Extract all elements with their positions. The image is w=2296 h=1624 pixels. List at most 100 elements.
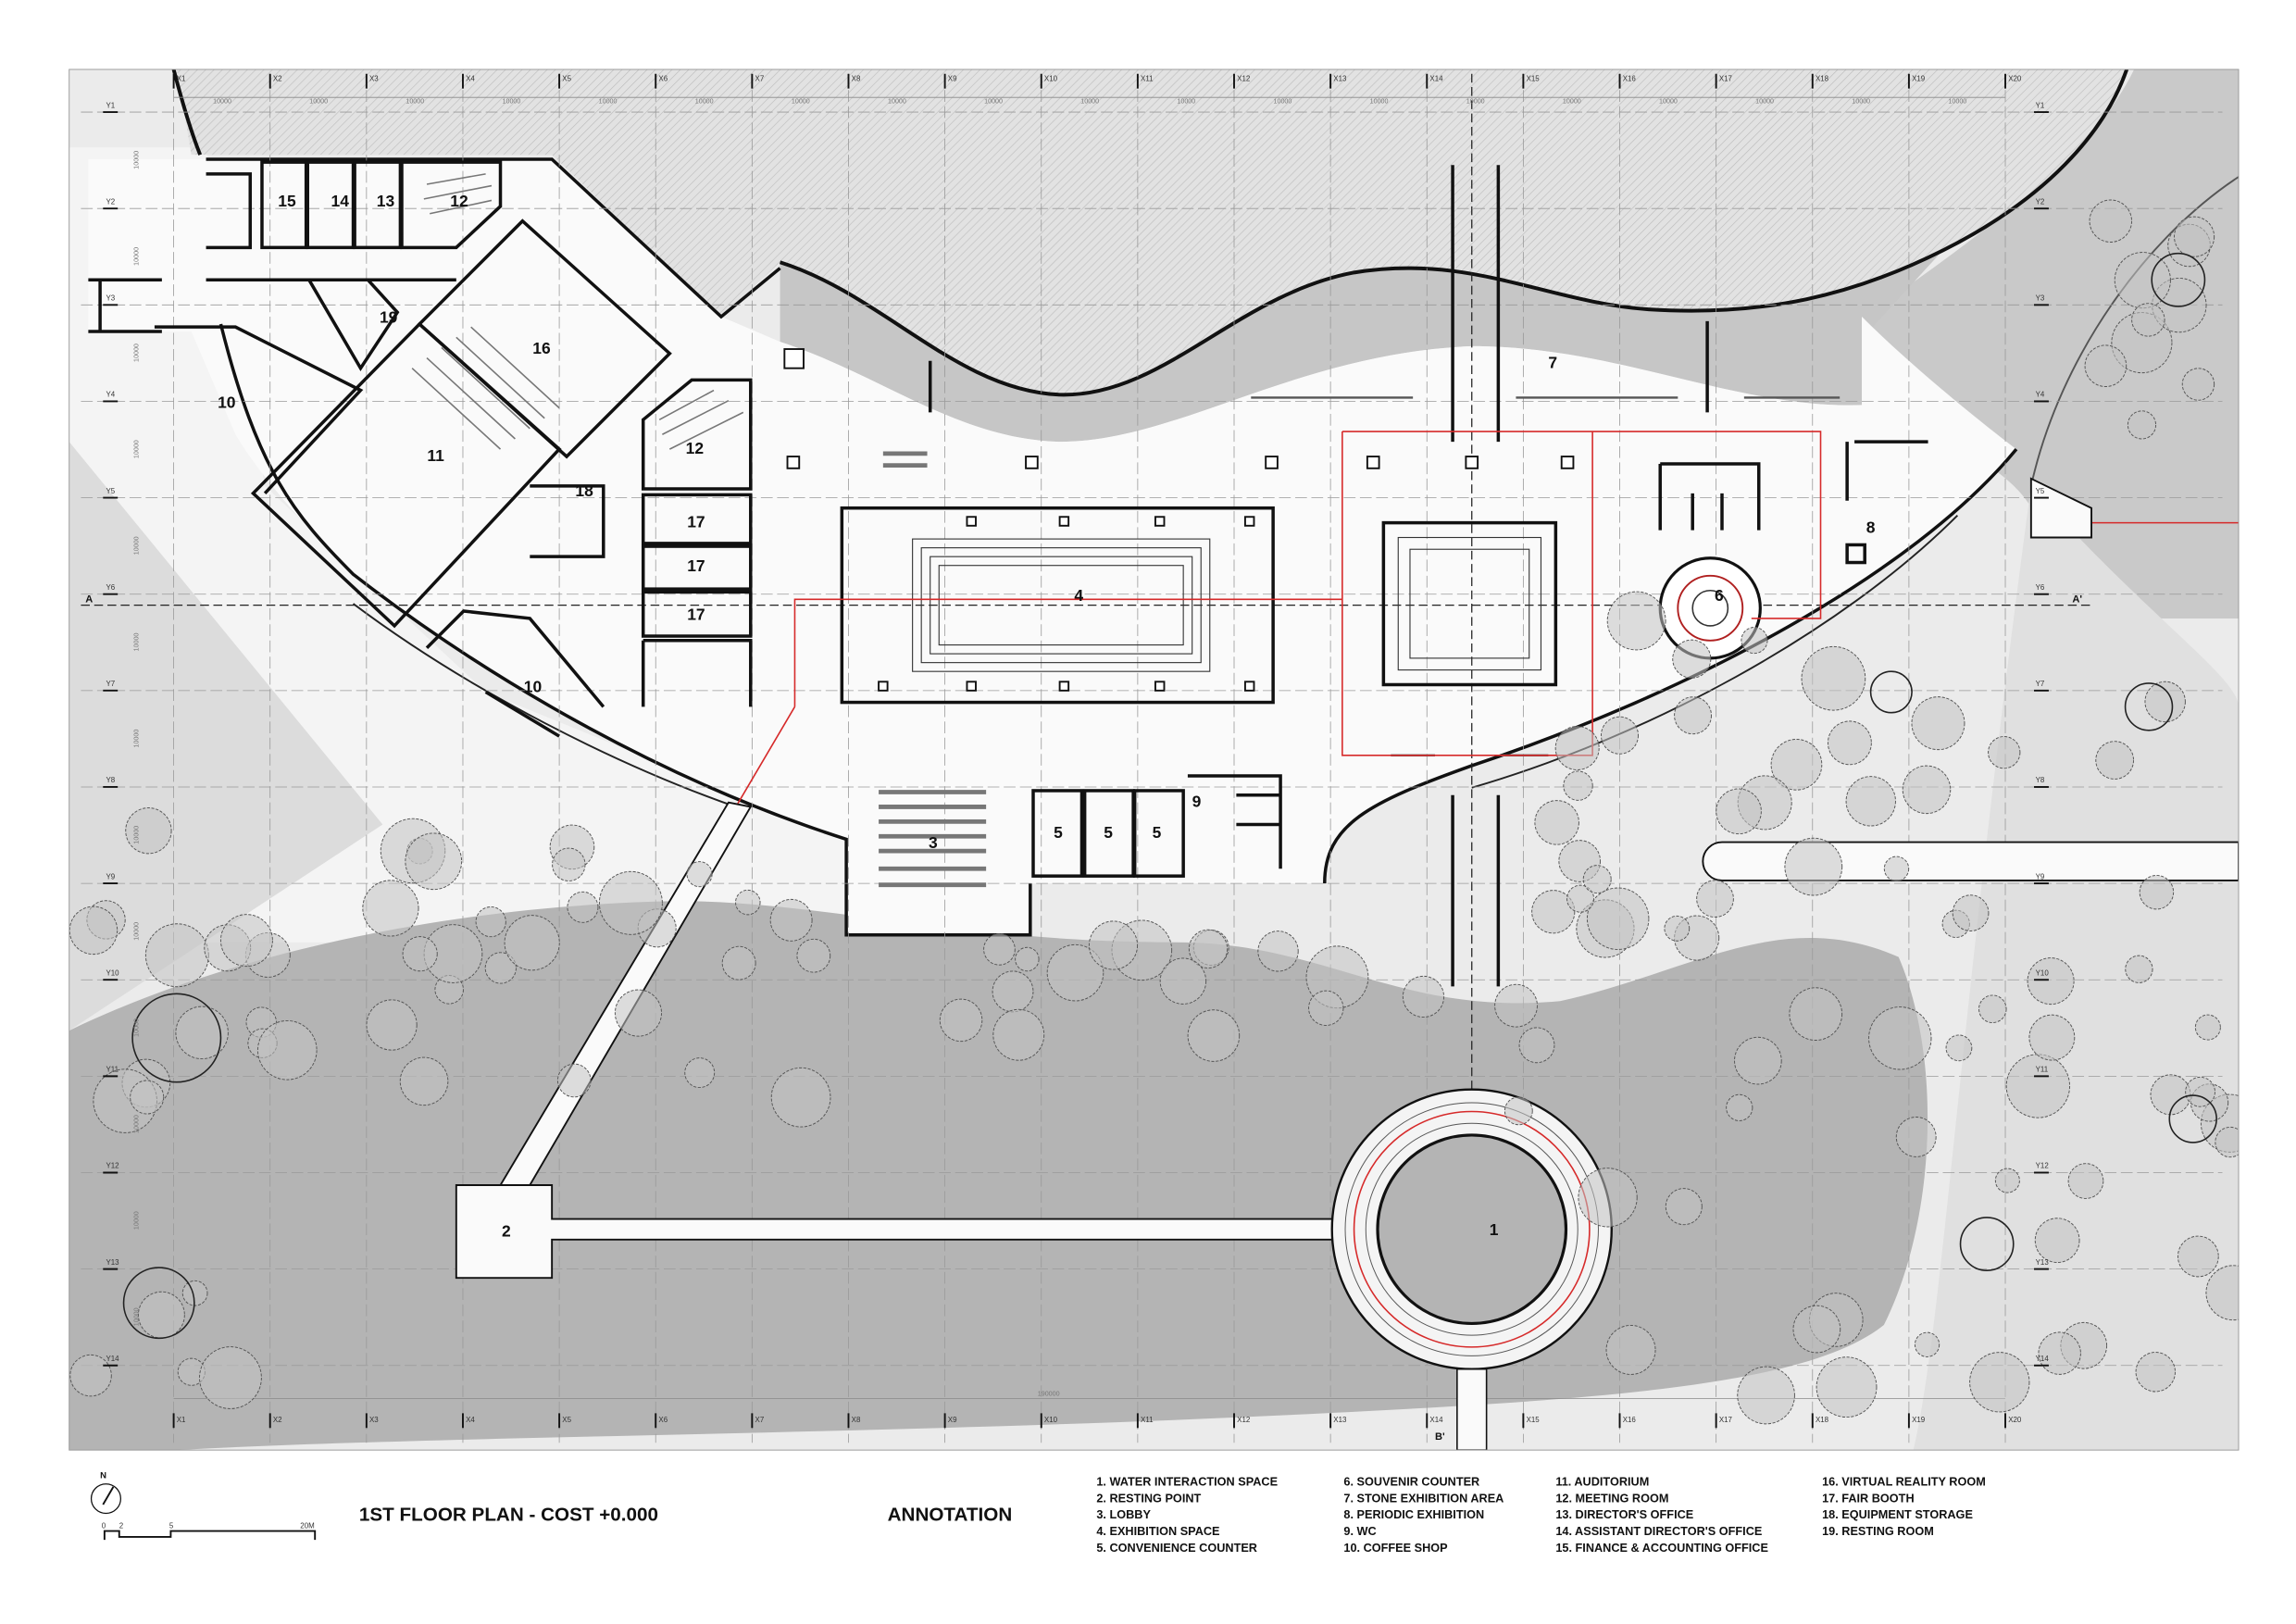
grid-label-x: X4 — [466, 75, 475, 83]
tree — [1914, 1331, 1940, 1357]
room-number-label: 5 — [1054, 823, 1063, 842]
grid-label-y: Y7 — [2036, 680, 2045, 688]
grid-label-x: X13 — [1333, 75, 1347, 83]
plan-title: 1ST FLOOR PLAN - COST +0.000 — [359, 1504, 658, 1525]
grid-label-x: X14 — [1429, 1416, 1443, 1424]
grid-label-x: X17 — [1719, 1416, 1733, 1424]
room-number-label: 19 — [380, 307, 398, 326]
bay-dimension: 10000 — [1755, 98, 1774, 106]
tree — [686, 861, 713, 888]
tree — [2084, 344, 2128, 388]
tree — [567, 891, 599, 923]
legend-item: 12. MEETING ROOM — [1555, 1491, 1668, 1505]
tree — [1046, 943, 1104, 1002]
room-number-label: 12 — [686, 439, 705, 457]
tree — [1582, 865, 1612, 894]
grid-label-y: Y2 — [106, 197, 115, 206]
tree — [992, 1008, 1045, 1061]
tree-feature — [1959, 1217, 2015, 1271]
bay-dimension: 10000 — [132, 632, 140, 651]
tree — [1088, 920, 1139, 970]
room-number-label: 10 — [524, 677, 542, 695]
tree-feature — [122, 1267, 195, 1340]
tree — [2174, 216, 2215, 257]
tree — [1770, 738, 1823, 791]
section-marker-a: A — [85, 593, 93, 605]
bay-dimension: 10000 — [132, 1307, 140, 1326]
grid-label-y: Y10 — [2036, 968, 2050, 977]
tree — [1159, 957, 1207, 1005]
grid-label-x: X1 — [177, 1416, 186, 1424]
tree — [2135, 1352, 2176, 1393]
tree — [399, 1056, 449, 1106]
grid-label-x: X18 — [1816, 1416, 1829, 1424]
total-dimension: 190000 — [1038, 1390, 1060, 1397]
tree — [1789, 987, 1843, 1041]
grid-label-y: Y5 — [2036, 487, 2045, 495]
grid-label-x: X5 — [562, 75, 571, 83]
tree — [1883, 856, 1910, 881]
legend-item: 2. RESTING POINT — [1096, 1491, 1201, 1505]
bay-dimension: 10000 — [132, 151, 140, 169]
room-number-label: 17 — [687, 512, 705, 531]
tree — [1605, 1324, 1656, 1375]
grid-label-y: Y12 — [106, 1162, 119, 1170]
right-walkway — [1702, 841, 2239, 881]
grid-label-y: Y14 — [106, 1355, 119, 1363]
tree — [1187, 1009, 1241, 1062]
tree — [1696, 880, 1734, 918]
tree — [181, 1280, 208, 1306]
room-number-label: 18 — [575, 481, 593, 500]
grid-label-x: X11 — [1141, 1416, 1154, 1424]
grid-label-x: X17 — [1719, 75, 1733, 83]
grid-label-x: X15 — [1527, 75, 1541, 83]
tree-feature — [2168, 1094, 2217, 1143]
tree — [598, 870, 663, 935]
grid-label-x: X2 — [273, 1416, 282, 1424]
legend-item: 10. COFFEE SHOP — [1343, 1541, 1448, 1555]
tree-feature — [2124, 682, 2174, 731]
tree — [1566, 884, 1595, 913]
tree — [1868, 1006, 1932, 1070]
grid-label-x: X19 — [1912, 75, 1926, 83]
tree — [2150, 1074, 2191, 1116]
tree — [1494, 983, 1538, 1028]
tree-feature — [2151, 252, 2206, 307]
tree — [2067, 1163, 2104, 1199]
tree — [2028, 1014, 2076, 1061]
bay-dimension: 10000 — [1177, 98, 1195, 106]
legend-item: 8. PERIODIC EXHIBITION — [1343, 1507, 1484, 1521]
scale-label: 0 — [102, 1521, 106, 1530]
tree — [2185, 1076, 2215, 1107]
grid-label-y: Y3 — [106, 294, 115, 303]
tree — [983, 932, 1016, 966]
bay-dimension: 10000 — [132, 730, 140, 748]
bay-dimension: 10000 — [1370, 98, 1389, 106]
tree — [2194, 1014, 2221, 1041]
tree — [684, 1057, 716, 1089]
tree — [1741, 627, 1768, 655]
tree-feature — [1869, 670, 1913, 714]
tree — [2125, 955, 2153, 983]
tree — [1845, 776, 1896, 827]
tree — [144, 923, 209, 988]
bay-dimension: 10000 — [132, 1115, 140, 1133]
room-number-label: 5 — [1153, 823, 1162, 842]
grid-label-y: Y7 — [106, 680, 115, 688]
tree — [1902, 765, 1952, 815]
bay-dimension: 10000 — [132, 826, 140, 844]
tree — [125, 807, 172, 855]
grid-label-x: X7 — [755, 75, 765, 83]
section-marker-a-prime: A' — [2072, 593, 2082, 605]
grid-label-x: X8 — [852, 1416, 861, 1424]
tree — [1578, 1168, 1638, 1228]
tree — [1554, 726, 1600, 770]
bay-dimension: 10000 — [132, 1211, 140, 1230]
tree — [1504, 1096, 1533, 1126]
tree — [2095, 741, 2135, 780]
legend-item: 14. ASSISTANT DIRECTOR'S OFFICE — [1555, 1524, 1762, 1538]
tree — [484, 952, 517, 984]
bay-dimension: 10000 — [132, 344, 140, 362]
grid-label-y: Y9 — [2036, 872, 2045, 881]
